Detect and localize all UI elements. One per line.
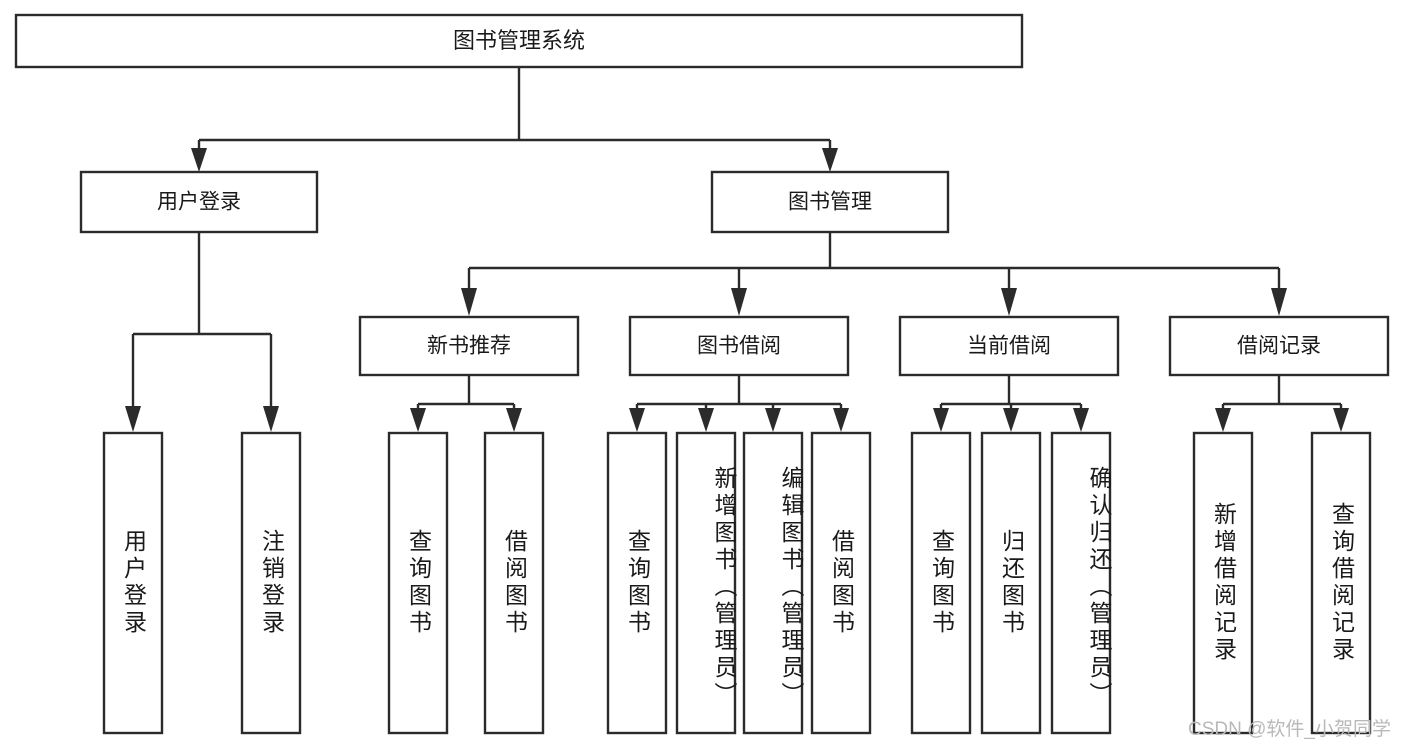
leaf-box-return-book[interactable] [980,431,1042,735]
node-root-label: 图书管理系统 [453,28,585,53]
node-book-management-label: 图书管理 [788,191,872,214]
leaf-box-confirm-return-admin[interactable] [1050,431,1112,735]
node-user-login[interactable]: 用户登录 [79,170,319,234]
node-new-book-recommend-label: 新书推荐 [427,335,511,358]
leaf-box-logout[interactable] [240,431,302,735]
arrow-bb-c2 [698,408,714,432]
node-book-management[interactable]: 图书管理 [710,170,950,234]
node-current-borrow-box[interactable] [898,315,1120,377]
edges-root-to-level1 [191,67,838,172]
arrow-cb-c2 [1003,408,1019,432]
node-borrow-record[interactable]: 借阅记录 [1168,315,1390,377]
node-root-box[interactable] [14,13,1024,69]
edges-current-borrow-to-leaves [933,375,1089,432]
arrow-to-user-login [191,148,207,172]
leaf-box-query-borrow-record[interactable] [1310,431,1372,735]
arrow-nb-c1 [410,408,426,432]
arrow-bm-c2 [731,288,747,316]
leaf-box-query-book-1[interactable] [387,431,449,735]
leaf-box-add-book-admin[interactable] [675,431,737,735]
arrow-bm-c3 [1001,288,1017,316]
arrow-br-c1 [1215,408,1231,432]
arrow-to-book-mgmt [822,148,838,172]
node-new-book-recommend-box[interactable] [358,315,580,377]
node-book-borrow[interactable]: 图书借阅 [628,315,850,377]
csdn-watermark: CSDN @软件_小贺同学 [1188,719,1391,740]
arrow-bb-c4 [833,408,849,432]
node-current-borrow-label: 当前借阅 [967,335,1051,358]
node-book-management-box[interactable] [710,170,950,234]
node-user-login-box[interactable] [79,170,319,234]
leaf-boxes [102,431,1372,735]
node-book-borrow-label: 图书借阅 [697,335,781,358]
arrow-br-c2 [1333,408,1349,432]
node-user-login-label: 用户登录 [157,191,241,214]
arrow-bb-c1 [629,408,645,432]
arrow-ul-c1 [125,406,141,432]
node-borrow-record-box[interactable] [1168,315,1390,377]
arrow-ul-c2 [263,406,279,432]
arrow-cb-c1 [933,408,949,432]
leaf-box-edit-book-admin[interactable] [742,431,804,735]
edges-borrow-record-to-leaves [1215,375,1349,432]
node-new-book-recommend[interactable]: 新书推荐 [358,315,580,377]
node-current-borrow[interactable]: 当前借阅 [898,315,1120,377]
node-borrow-record-label: 借阅记录 [1237,335,1321,358]
arrow-bb-c3 [765,408,781,432]
node-root[interactable]: 图书管理系统 [14,13,1024,69]
edges-new-book-to-leaves [410,375,522,432]
leaf-box-query-book-2[interactable] [606,431,668,735]
leaf-box-add-borrow-record[interactable] [1192,431,1254,735]
edges-book-mgmt-to-level2 [461,232,1287,316]
leaf-box-borrow-book-2[interactable] [810,431,872,735]
arrow-cb-c3 [1073,408,1089,432]
leaf-box-query-book-3[interactable] [910,431,972,735]
edges-user-login-to-leaves [125,232,279,432]
arrow-bm-c4 [1271,288,1287,316]
leaf-box-borrow-book-1[interactable] [483,431,545,735]
arrow-nb-c2 [506,408,522,432]
arrow-bm-c1 [461,288,477,316]
leaf-box-user-login[interactable] [102,431,164,735]
edges-book-borrow-to-leaves [629,375,849,432]
node-book-borrow-box[interactable] [628,315,850,377]
